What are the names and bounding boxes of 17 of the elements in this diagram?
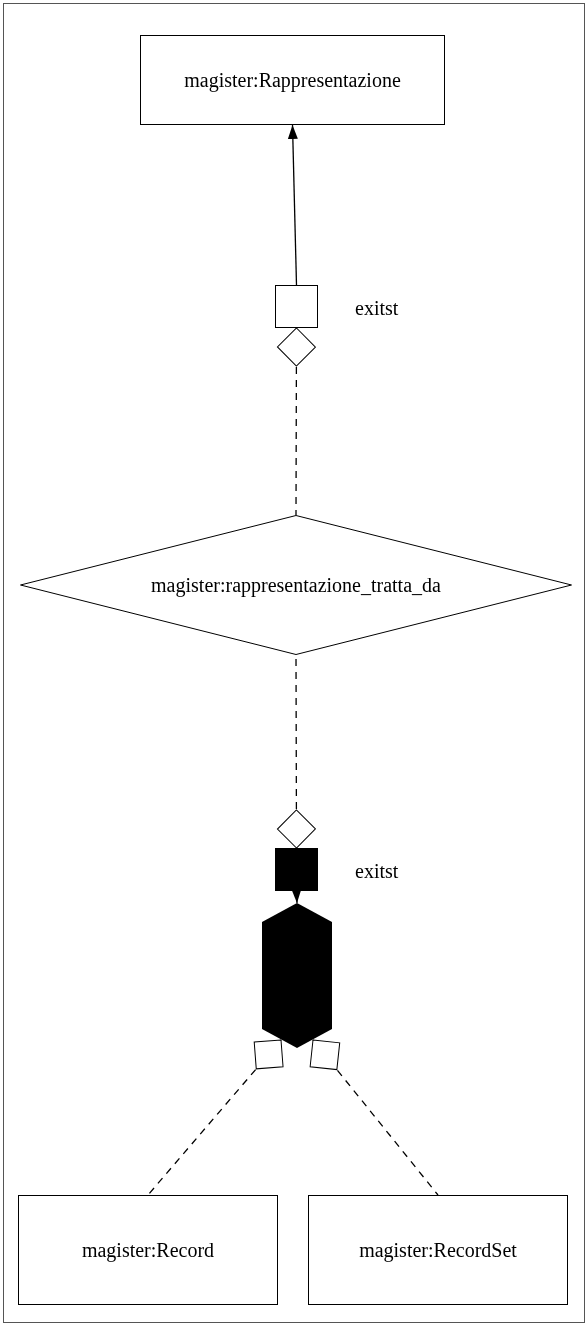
arrow [287,124,298,286]
node-label: magister:rappresentazione_tratta_da [151,572,441,598]
class-box [308,1195,568,1305]
dashed-connector [309,1039,439,1196]
dashed-connector [147,1039,284,1196]
node-label: magister:RecordSet [359,1237,517,1263]
hexagon-shape [262,903,332,1048]
class-box [18,1195,278,1305]
class-box [140,35,445,125]
node-label: magister:Record [81,1237,215,1263]
restriction-square [275,848,318,891]
property-diamond [20,515,572,655]
node-caption: exitst [355,296,399,321]
node-caption: exitst [355,859,399,884]
node-label: magister:Rappresentazione [184,67,401,93]
restriction-square [275,285,318,328]
dashed-connector [276,327,316,516]
